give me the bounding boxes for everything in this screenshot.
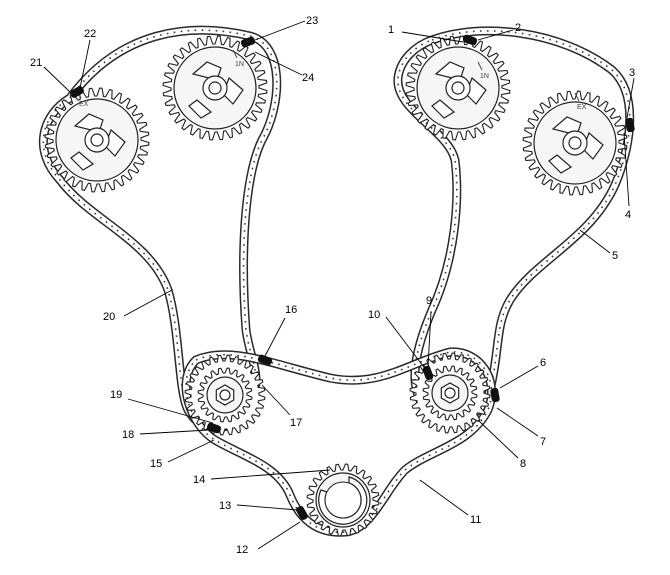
- callout-2: 2: [477, 22, 521, 41]
- callout-12: 12: [236, 521, 301, 556]
- callout-24: 24: [254, 51, 314, 84]
- callout-3: 3: [626, 67, 635, 119]
- callout-10-label: 10: [368, 309, 380, 321]
- left-exhaust-cam-sprocket: EX: [44, 87, 150, 193]
- timing-mark-icon: [490, 387, 500, 403]
- timing-mark-icon: [240, 36, 256, 48]
- callout-12-label: 12: [236, 544, 248, 556]
- callout-23: 23: [254, 15, 318, 41]
- callout-1-label: 1: [388, 24, 394, 36]
- callout-18: 18: [122, 429, 209, 441]
- callout-1: 1: [388, 24, 464, 43]
- callout-4: 4: [623, 132, 631, 221]
- callout-9: 9: [426, 295, 432, 368]
- callout-20-label: 20: [103, 311, 115, 323]
- callout-11: 11: [419, 479, 481, 526]
- left-intake-cam-sprocket-stamp: 1N: [235, 61, 244, 68]
- callout-16-label: 16: [285, 304, 297, 316]
- left-intake-cam-sprocket: 1N: [162, 35, 268, 141]
- sprockets: EX 1N 1N EX: [44, 35, 628, 537]
- callout-10: 10: [368, 309, 427, 371]
- callout-14: 14: [193, 469, 331, 486]
- timing-mark-icon: [257, 354, 273, 366]
- callout-20: 20: [103, 289, 173, 323]
- callout-5: 5: [579, 229, 618, 262]
- chain-left-links: [42, 29, 278, 429]
- right-exhaust-cam-sprocket-index-line: [574, 92, 580, 102]
- right-intake-cam-sprocket-lobe: [431, 99, 456, 119]
- callout-6: 6: [499, 357, 546, 389]
- right-intake-cam-sprocket: 1N: [405, 35, 511, 141]
- right-intake-cam-sprocket-bore: [451, 81, 465, 95]
- right-exhaust-cam-sprocket-lobe: [548, 154, 573, 174]
- right-intake-cam-sprocket-index-line: [477, 61, 483, 71]
- timing-mark-icon: [206, 422, 222, 434]
- timing-mark-icon: [625, 117, 635, 133]
- left-intake-cam-sprocket-lobe: [188, 99, 213, 119]
- callout-13: 13: [219, 500, 299, 512]
- callout-19: 19: [110, 389, 214, 424]
- callout-4-label: 4: [625, 209, 631, 221]
- left-exhaust-cam-sprocket-stamp: EX: [79, 101, 89, 108]
- callout-11-label: 11: [470, 514, 481, 526]
- callout-17: 17: [261, 384, 302, 429]
- timing-mark-icon: [70, 86, 84, 98]
- right-idler-sprocket-bolt-center: [444, 387, 456, 399]
- callout-13-label: 13: [219, 500, 231, 512]
- callout-22: 22: [79, 28, 96, 89]
- callout-7: 7: [496, 407, 546, 448]
- right-intake-cam-sprocket-stamp: 1N: [480, 73, 489, 80]
- callout-15-label: 15: [150, 458, 162, 470]
- left-idler-sprocket: [184, 354, 266, 436]
- callouts: 1 2 3 4 5 6 7 8: [30, 15, 635, 556]
- left-exhaust-cam-sprocket-lobe: [70, 151, 95, 171]
- callout-9-label: 9: [426, 295, 432, 307]
- callout-8: 8: [477, 419, 526, 470]
- timing-marks: [70, 34, 635, 520]
- callout-22-label: 22: [84, 28, 96, 40]
- callout-6-label: 6: [540, 357, 546, 369]
- callout-17-label: 17: [290, 417, 302, 429]
- right-exhaust-cam-sprocket: EX: [522, 90, 628, 196]
- callout-3-label: 3: [629, 67, 635, 79]
- callout-2-label: 2: [515, 22, 521, 34]
- callout-19-label: 19: [110, 389, 122, 401]
- timing-mark-icon: [462, 34, 478, 46]
- callout-21-label: 21: [30, 57, 42, 69]
- chain-primary-links: [185, 351, 493, 533]
- left-intake-cam-sprocket-bore: [208, 81, 222, 95]
- callout-18-label: 18: [122, 429, 134, 441]
- left-idler-sprocket-bolt-center: [219, 389, 231, 401]
- crankshaft-bore: [324, 481, 362, 519]
- right-exhaust-cam-sprocket-stamp: EX: [577, 104, 587, 111]
- callout-24-label: 24: [302, 72, 314, 84]
- callout-23-label: 23: [306, 15, 318, 27]
- callout-21: 21: [30, 57, 71, 93]
- callout-16: 16: [264, 304, 297, 357]
- left-intake-cam-sprocket-index-line: [232, 49, 238, 59]
- callout-8-label: 8: [520, 458, 526, 470]
- callout-14-label: 14: [193, 474, 205, 486]
- callout-15: 15: [150, 439, 215, 470]
- crankshaft-sprocket: [306, 463, 380, 537]
- timing-mark-icon: [296, 506, 308, 520]
- right-exhaust-cam-sprocket-bore: [568, 136, 582, 150]
- callout-5-label: 5: [612, 250, 618, 262]
- left-exhaust-cam-sprocket-bore: [90, 133, 104, 147]
- callout-7-label: 7: [540, 436, 546, 448]
